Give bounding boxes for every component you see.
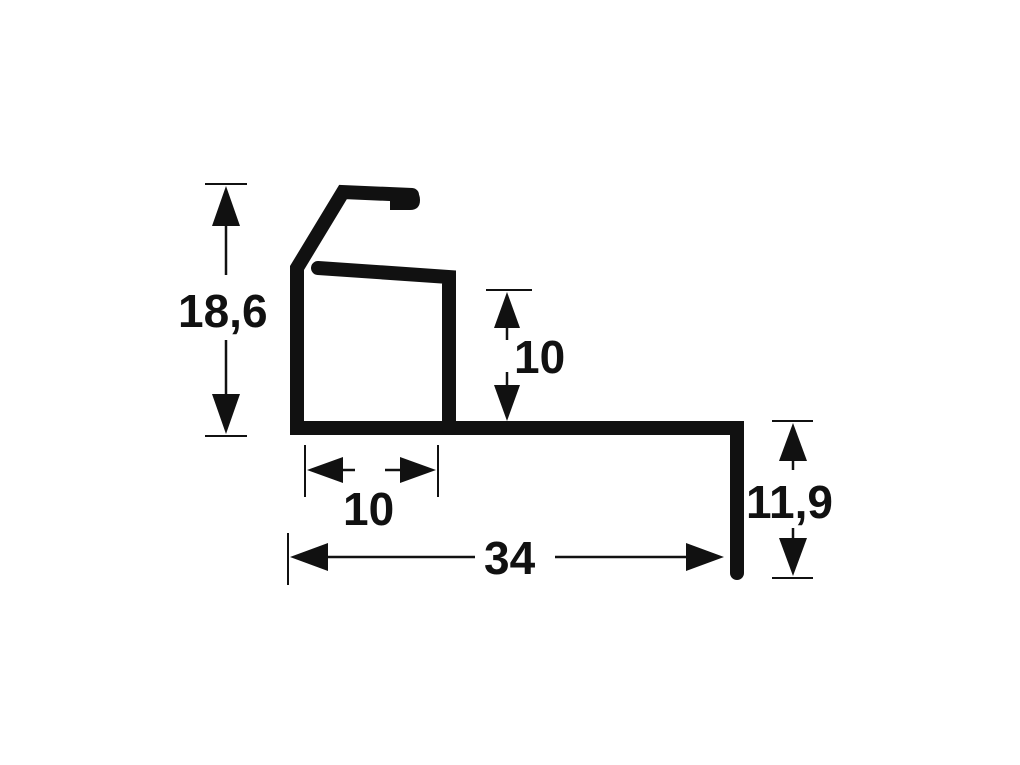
dimension-label-box-width: 10 — [343, 483, 394, 535]
dimension-leg-height: 11,9 — [746, 420, 833, 579]
arrow-right-icon — [400, 457, 436, 483]
profile-hook-end — [390, 190, 420, 210]
arrow-left-icon — [290, 543, 328, 571]
dimension-total-width: 34 — [287, 532, 724, 585]
arrow-down-icon — [494, 385, 520, 421]
dimension-label-step-height: 10 — [514, 331, 565, 383]
arrow-right-icon — [686, 543, 724, 571]
arrow-up-icon — [779, 423, 807, 461]
profile-outline — [290, 184, 744, 580]
arrow-left-icon — [307, 457, 343, 483]
dimension-label-total-height: 18,6 — [178, 285, 268, 337]
dimension-box-width: 10 — [304, 445, 439, 535]
profile-box-top — [311, 261, 456, 435]
arrow-down-icon — [779, 538, 807, 576]
dimension-total-height: 18,6 — [178, 183, 268, 437]
profile-cross-section — [290, 184, 744, 580]
arrow-up-icon — [212, 186, 240, 226]
arrow-up-icon — [494, 292, 520, 328]
dimension-step-height: 10 — [486, 289, 565, 421]
arrow-down-icon — [212, 394, 240, 434]
dimension-label-leg-height: 11,9 — [746, 476, 833, 528]
dimension-label-total-width: 34 — [484, 532, 536, 584]
